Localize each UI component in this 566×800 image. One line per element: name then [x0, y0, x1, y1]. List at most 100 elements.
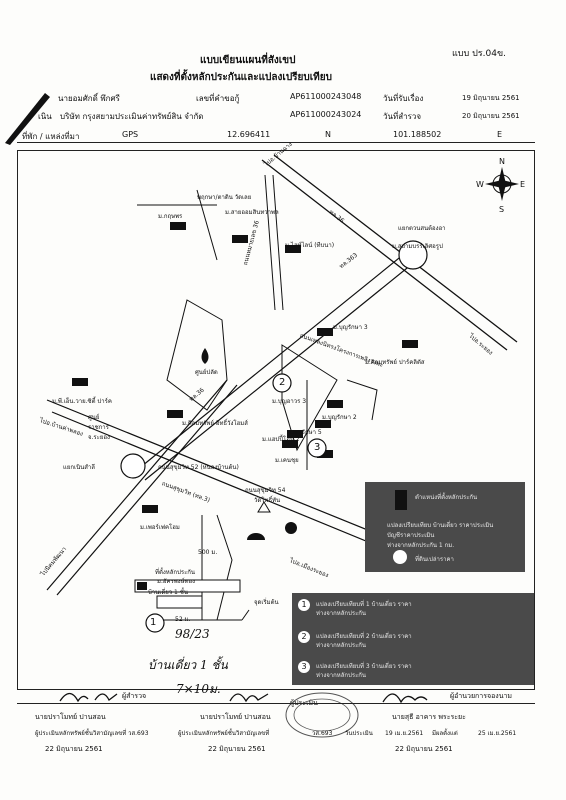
compass-n: N: [499, 157, 505, 166]
valid-to: 25 เม.ย.2561: [478, 730, 517, 737]
legend-top-row2: แปลงเปรียบเทียบ บ้านเดี่ยว ราคาประเมิน: [387, 522, 494, 529]
document-title: แบบเขียนแผนที่สังเขป: [200, 55, 296, 66]
legend-num-3: 3: [298, 661, 310, 673]
gps-label: GPS: [122, 130, 139, 139]
survey-date: 20 มิถุนายน 2561: [462, 112, 520, 120]
label-moo-ban-6: ม.ศิลมทรัพย์ ปาร์คลิตัส: [365, 359, 425, 366]
label-gas-station: พฤกษา/ตาดิน วัดเลย: [197, 194, 252, 201]
legend-collateral-marker: [395, 490, 407, 510]
label-house: บ้านเดี่ยว 1 ชั้น: [148, 589, 188, 596]
surveyor-signature: [59, 692, 118, 703]
surveyor-role: ผู้สำรวจ: [122, 692, 147, 700]
ref-no-1: AP611000243048: [290, 92, 362, 101]
compass-e: E: [520, 180, 526, 189]
received-label: วันที่รับเรื่อง: [383, 94, 424, 103]
legend-bottom-row1b: ห่างจากหลักประกัน: [316, 610, 367, 617]
legend-bottom-row2b: ห่างจากหลักประกัน: [316, 642, 367, 649]
label-temple-2: วัดโพธิ์ทัน: [254, 497, 281, 504]
legend-top-row5: ที่ดินเปล่าราคา: [415, 556, 454, 563]
compass-rose-icon: [485, 167, 519, 201]
signature-divider: [17, 703, 535, 746]
label-moo-ban-10: ม.ศิลมทรัพย์ อิทธิ์วังโฮมส์: [182, 420, 248, 427]
legend-top-row3: บัญชีราคาประเมิน: [387, 532, 435, 539]
label-moo-ban-1: ม.กฤษพร: [158, 213, 183, 220]
label-dist-52: 52 ม.: [175, 616, 191, 623]
ref-no-2: AP611000243024: [290, 110, 362, 119]
label-moo-ban-14: ม.เพอร์เฟคโฮม: [140, 524, 180, 531]
fax-mark: [5, 93, 50, 145]
legend-top-row4: ห่างจากหลักประกัน 1 กม.: [387, 542, 455, 549]
legend-empty-marker: [393, 550, 407, 564]
company-prefix: เนิน: [38, 112, 52, 121]
valid-to-label: มีผลตั้งแต่: [432, 730, 458, 737]
gps-n-value: 12.696411: [227, 130, 271, 139]
label-moo-ban-11: ม.บุญรักษา 5: [287, 429, 322, 436]
label-sukhumvit-54: ถนนสุขุมวิท 54: [245, 487, 286, 494]
appraiser-seal: [285, 692, 359, 738]
label-moo-ban-7: ม.บุญอาวร 3: [272, 398, 307, 405]
legend-num-1: 1: [298, 599, 310, 611]
legend-bottom-row3b: ห่างจากหลักประกัน: [316, 672, 367, 679]
legend-top: ตำแหน่งที่ตั้งหลักประกัน แปลงเปรียบเทียบ…: [365, 482, 525, 572]
label-moo-ban-5: ม.บุญรักษา 3: [333, 324, 368, 331]
legend-num-2: 2: [298, 631, 310, 643]
map-frame: [17, 150, 535, 690]
compass-s: S: [499, 205, 505, 214]
legend-top-row1: ตำแหน่งที่ตั้งหลักประกัน: [415, 494, 478, 501]
label-moo-ban-3: ม.ไฮท์ไลน์ (ทีบนา): [285, 242, 335, 249]
checker-signature: [229, 693, 269, 703]
document-subtitle: แสดงที่ตั้งหลักประกันและแปลงเปรียบเทียบ: [150, 72, 332, 83]
stamp-number: วส.693: [312, 730, 333, 737]
label-collateral: ที่ตั้งหลักประกัน: [155, 569, 196, 576]
form-code: แบบ ปร.04ข.: [452, 49, 506, 59]
checker-date: 22 มิถุนายน 2561: [208, 745, 266, 753]
label-moo-ban-4: ม.สยามบรรเลิศอรูป: [392, 243, 443, 250]
surveyor-license: ผู้ประเมินหลักทรัพย์ชั้นวิสามัญเลขที่ วส…: [35, 730, 149, 737]
checker-license: ผู้ประเมินหลักทรัพย์ชั้นวิสามัญเลขที่: [178, 730, 270, 737]
approver-date: 22 มิถุนายน 2561: [395, 745, 453, 753]
surveyor-date: 22 มิถุนายน 2561: [45, 745, 103, 753]
gps-e-value: 101.188502: [393, 130, 442, 139]
legend-bottom-row3: แปลงเปรียบเทียบที่ 3 บ้านเดี่ยว ราคา: [316, 663, 412, 670]
label-moo-ban-8: ม.บุญรักษา 2: [322, 414, 357, 421]
ref-label-1: เลขที่คำขอกู้: [196, 94, 240, 103]
label-num-1: 1: [150, 617, 157, 628]
label-moo-ban-13: ม.เคนชุย: [275, 457, 299, 464]
label-collateral-name: ม.อัครพงษ์ทอง: [157, 578, 196, 585]
received-date: 19 มิถุนายน 2561: [462, 94, 520, 102]
e-label: E: [497, 130, 503, 139]
label-moo-ban-9: ม.พี.เอ็น.วาย.ซิตี้ ปาร์ค: [52, 398, 112, 405]
label-moo-ban-2: ม.สายออมสินทวาพล: [225, 209, 279, 216]
label-intersection: แยกตวนสนต้องอา: [398, 225, 446, 232]
map-roads: [46, 154, 518, 633]
label-moo-ban-12: ม.แฮปปี้โฮม 2: [262, 436, 300, 443]
info-divider: [17, 142, 535, 143]
surveyor-name-sig: นายปราโมทย์ ปานสอน: [35, 713, 106, 721]
approver-signature: [382, 693, 428, 704]
handwritten-house-type: บ้านเดี่ยว 1 ชั้น: [148, 658, 228, 672]
n-label: N: [325, 130, 331, 139]
company-name: บริษัท กรุงสยามประเมินค่าทรัพย์สิน จำกัด: [60, 112, 204, 121]
handwritten-house-no: 98/23: [175, 627, 210, 641]
checker-name: นายปราโมทย์ ปานสอน: [200, 713, 271, 721]
label-start-point: จุดเริ่มต้น: [254, 599, 279, 606]
surveyor-name: นายอมศักดิ์ พึกศรี: [58, 94, 120, 103]
legend-bottom: 1 แปลงเปรียบเทียบที่ 1 บ้านเดี่ยว ราคา ห…: [292, 593, 534, 685]
label-num-2: 2: [279, 377, 286, 388]
label-center: ศูนย์ราชการ จ.ระยอง: [88, 414, 110, 441]
valid-from: 19 เม.ย.2561: [385, 730, 424, 737]
location-label: ที่พัก / แหล่งที่มา: [22, 132, 80, 141]
approver-role: ผู้อำนวยการจองนาม: [450, 692, 513, 700]
label-temple: ศูนย์ปลัด: [195, 369, 218, 376]
approver-name: นายสุธี อาคาร พระระยะ: [392, 713, 466, 721]
label-junction: แยกเนินสำลี: [63, 464, 95, 471]
label-sukhumvit-52: ถนนสุขุมวิท 52 (หนองบ้านต้น): [158, 464, 239, 471]
legend-bottom-row1: แปลงเปรียบเทียบที่ 1 บ้านเดี่ยว ราคา: [316, 601, 412, 608]
valid-from-label: วันประเมิน: [345, 730, 373, 737]
label-num-3: 3: [314, 442, 321, 453]
handwritten-size: 7×10ม.: [176, 682, 221, 696]
compass-w: W: [476, 180, 484, 189]
label-dist-500: 500 ม.: [198, 549, 218, 556]
legend-bottom-row2: แปลงเปรียบเทียบที่ 2 บ้านเดี่ยว ราคา: [316, 633, 412, 640]
